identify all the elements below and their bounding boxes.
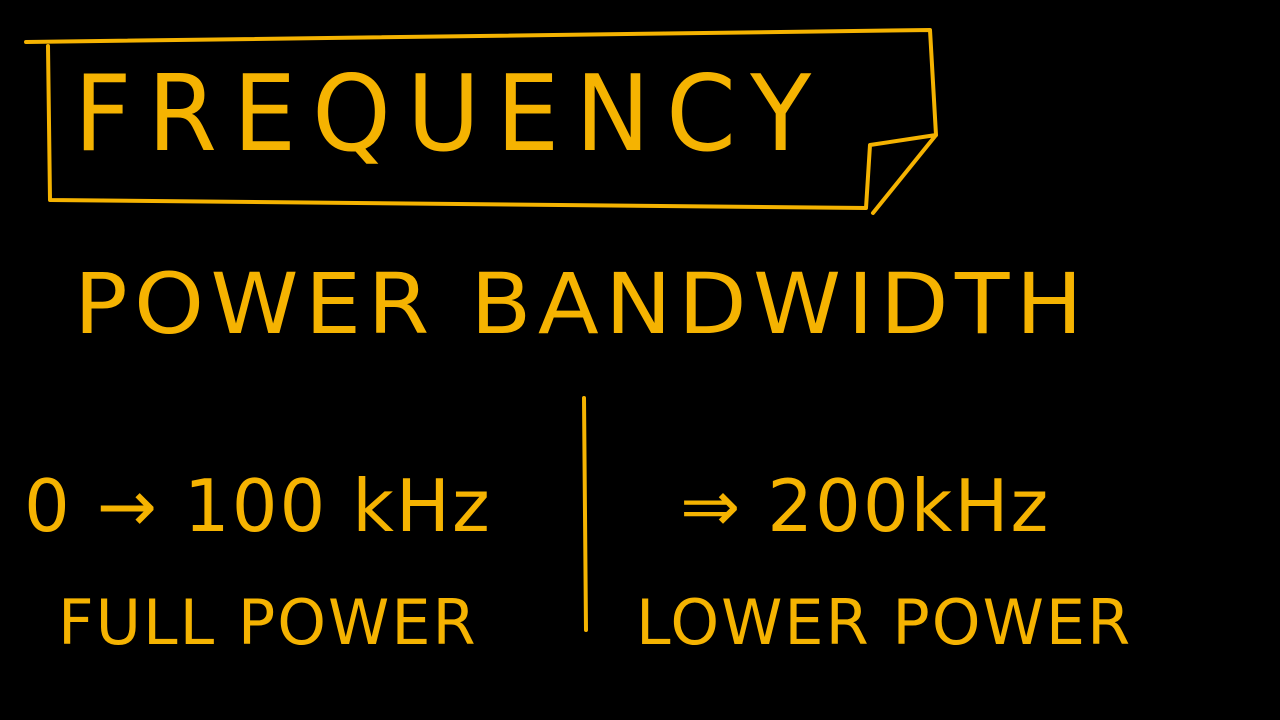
- label-lower-power: LOWER POWER: [636, 586, 1133, 659]
- vertical-divider: [582, 396, 588, 632]
- heading-box: [24, 28, 938, 215]
- range-full-power: 0 → 100 kHz: [24, 464, 492, 548]
- label-full-power: FULL POWER: [58, 586, 478, 659]
- range-lower-power: ⇒ 200kHz: [680, 464, 1051, 548]
- subheading-power-bandwidth: POWER BANDWIDTH: [74, 255, 1090, 353]
- heading-frequency: FREQUENCY: [74, 52, 828, 176]
